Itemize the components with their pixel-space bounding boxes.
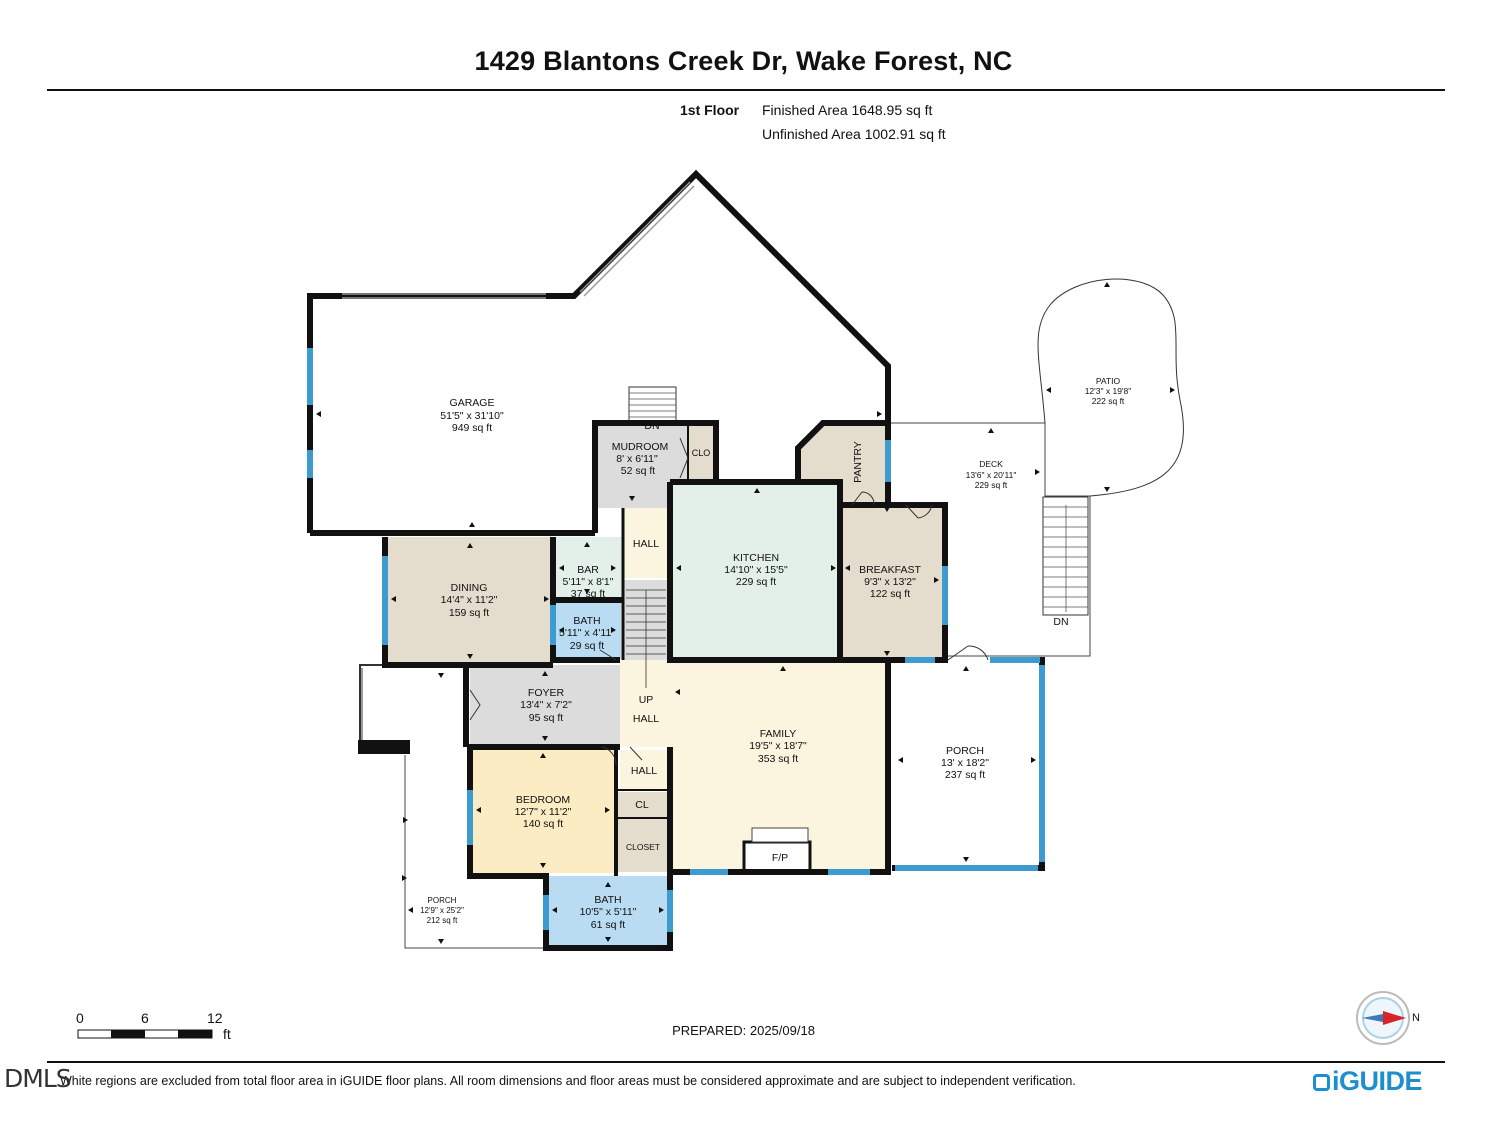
patio-area: 222 sq ft <box>1092 396 1125 406</box>
deck-dims: 13'6" x 20'11" <box>966 470 1017 480</box>
bath-lower-label: BATH <box>594 894 621 906</box>
bath-small-dims: 5'11" x 4'11" <box>559 627 615 639</box>
clo-label: CLO <box>692 448 711 458</box>
porch-left-dims: 12'9" x 25'2" <box>420 906 464 915</box>
hall-upper-label: HALL <box>633 538 659 550</box>
compass-icon <box>1356 991 1410 1045</box>
bath-small-area: 29 sq ft <box>570 640 605 652</box>
foyer-fill <box>470 665 620 747</box>
bedroom-label: BEDROOM <box>516 794 570 806</box>
foyer-label: FOYER <box>528 687 565 699</box>
bath-small-label: BATH <box>573 615 600 627</box>
garage-fill <box>310 174 888 533</box>
garage-label: GARAGE <box>450 397 495 409</box>
bath-small-fill <box>553 601 621 659</box>
garage-area: 949 sq ft <box>452 422 492 434</box>
scale-tick-0: 0 <box>76 1010 84 1026</box>
mudroom-dims: 8' x 6'11" <box>616 453 658 465</box>
breakfast-dims: 9'3" x 13'2" <box>864 576 916 588</box>
bedroom-area: 140 sq ft <box>523 818 563 830</box>
deck-area: 229 sq ft <box>975 480 1008 490</box>
patio-label: PATIO <box>1096 376 1121 386</box>
compass-north-label: N <box>1412 1012 1420 1024</box>
mudroom-area: 52 sq ft <box>621 465 656 477</box>
scale-unit: ft <box>223 1026 231 1042</box>
hall-upper-fill <box>623 508 670 578</box>
bath-lower-fill <box>546 876 670 948</box>
hall-mid-label: HALL <box>633 713 659 725</box>
deck-outline <box>888 422 1091 657</box>
deck-stairs-dn: DN <box>1053 616 1068 628</box>
dining-fill <box>385 537 553 665</box>
porch-left-area: 212 sq ft <box>427 916 458 925</box>
breakfast-label: BREAKFAST <box>859 564 921 576</box>
closet-label: CLOSET <box>626 842 660 852</box>
cl-fill <box>617 792 667 817</box>
dining-area: 159 sq ft <box>449 607 489 619</box>
hall-lower-fill <box>620 750 668 790</box>
top-divider <box>47 89 1445 91</box>
porch-right-label: PORCH <box>946 745 984 757</box>
watermark: DMLS <box>4 1064 72 1093</box>
camera-icon <box>1313 1074 1330 1091</box>
iguide-logo: iGUIDE <box>1313 1066 1423 1097</box>
porch-right-dims: 13' x 18'2" <box>941 757 989 769</box>
stair-fill <box>623 580 668 660</box>
family-area: 353 sq ft <box>758 753 798 765</box>
stairs-up-label: UP <box>639 694 654 706</box>
patio-dims: 12'3" x 19'8" <box>1085 386 1132 396</box>
deck-label: DECK <box>979 459 1003 469</box>
family-dims: 19'5" x 18'7" <box>749 740 807 752</box>
floor-label: 1st Floor <box>680 102 740 118</box>
cl-label: CL <box>635 799 649 811</box>
fireplace-label: F/P <box>772 852 788 864</box>
porch-left-label: PORCH <box>428 896 457 905</box>
mudroom-stairs-dn: DN <box>644 420 659 432</box>
bar-dims: 5'11" x 8'1" <box>563 576 614 588</box>
breakfast-fill <box>840 505 945 660</box>
scale-tick-6: 6 <box>141 1010 149 1026</box>
interior-stairs <box>626 589 666 688</box>
dining-dims: 14'4" x 11'2" <box>441 594 498 606</box>
finished-area: Finished Area 1648.95 sq ft <box>762 102 933 118</box>
dining-label: DINING <box>451 582 488 594</box>
porch-left-wall <box>359 664 462 745</box>
bar-label: BAR <box>577 564 599 576</box>
bedroom-dims: 12'7" x 11'2" <box>515 806 572 818</box>
family-fill <box>620 660 888 872</box>
breakfast-area: 122 sq ft <box>870 588 910 600</box>
kitchen-dims: 14'10" x 15'5" <box>724 564 788 576</box>
bath-lower-area: 61 sq ft <box>591 919 626 931</box>
unfinished-area: Unfinished Area 1002.91 sq ft <box>762 126 946 142</box>
pantry-label: PANTRY <box>852 441 864 483</box>
kitchen-fill <box>670 482 840 660</box>
mudroom-label: MUDROOM <box>612 441 669 453</box>
garage-dims: 51'5" x 31'10" <box>440 410 504 422</box>
foyer-area: 95 sq ft <box>529 712 564 724</box>
bottom-divider <box>47 1061 1445 1063</box>
bedroom-fill <box>470 747 616 873</box>
family-label: FAMILY <box>760 728 797 740</box>
foyer-dims: 13'4" x 7'2" <box>520 699 572 711</box>
kitchen-area: 229 sq ft <box>736 576 776 588</box>
prepared-date: PREPARED: 2025/09/18 <box>672 1023 815 1038</box>
closet-fill <box>617 818 667 872</box>
porch-right-area: 237 sq ft <box>945 769 985 781</box>
scale-bar <box>77 1029 213 1039</box>
disclaimer: White regions are excluded from total fl… <box>60 1074 1076 1088</box>
patio-outline <box>1037 278 1184 497</box>
hall-lower-label: HALL <box>631 765 657 777</box>
kitchen-label: KITCHEN <box>733 552 779 564</box>
pantry-fill <box>798 423 888 505</box>
garage-wall <box>307 169 891 533</box>
bar-area: 37 sq ft <box>571 588 606 600</box>
page-title: 1429 Blantons Creek Dr, Wake Forest, NC <box>474 46 1013 76</box>
bath-lower-dims: 10'5" x 5'11" <box>580 906 637 918</box>
porch-right-fill <box>892 660 1042 868</box>
clo-fill <box>689 427 713 477</box>
scale-tick-12: 12 <box>207 1010 223 1026</box>
